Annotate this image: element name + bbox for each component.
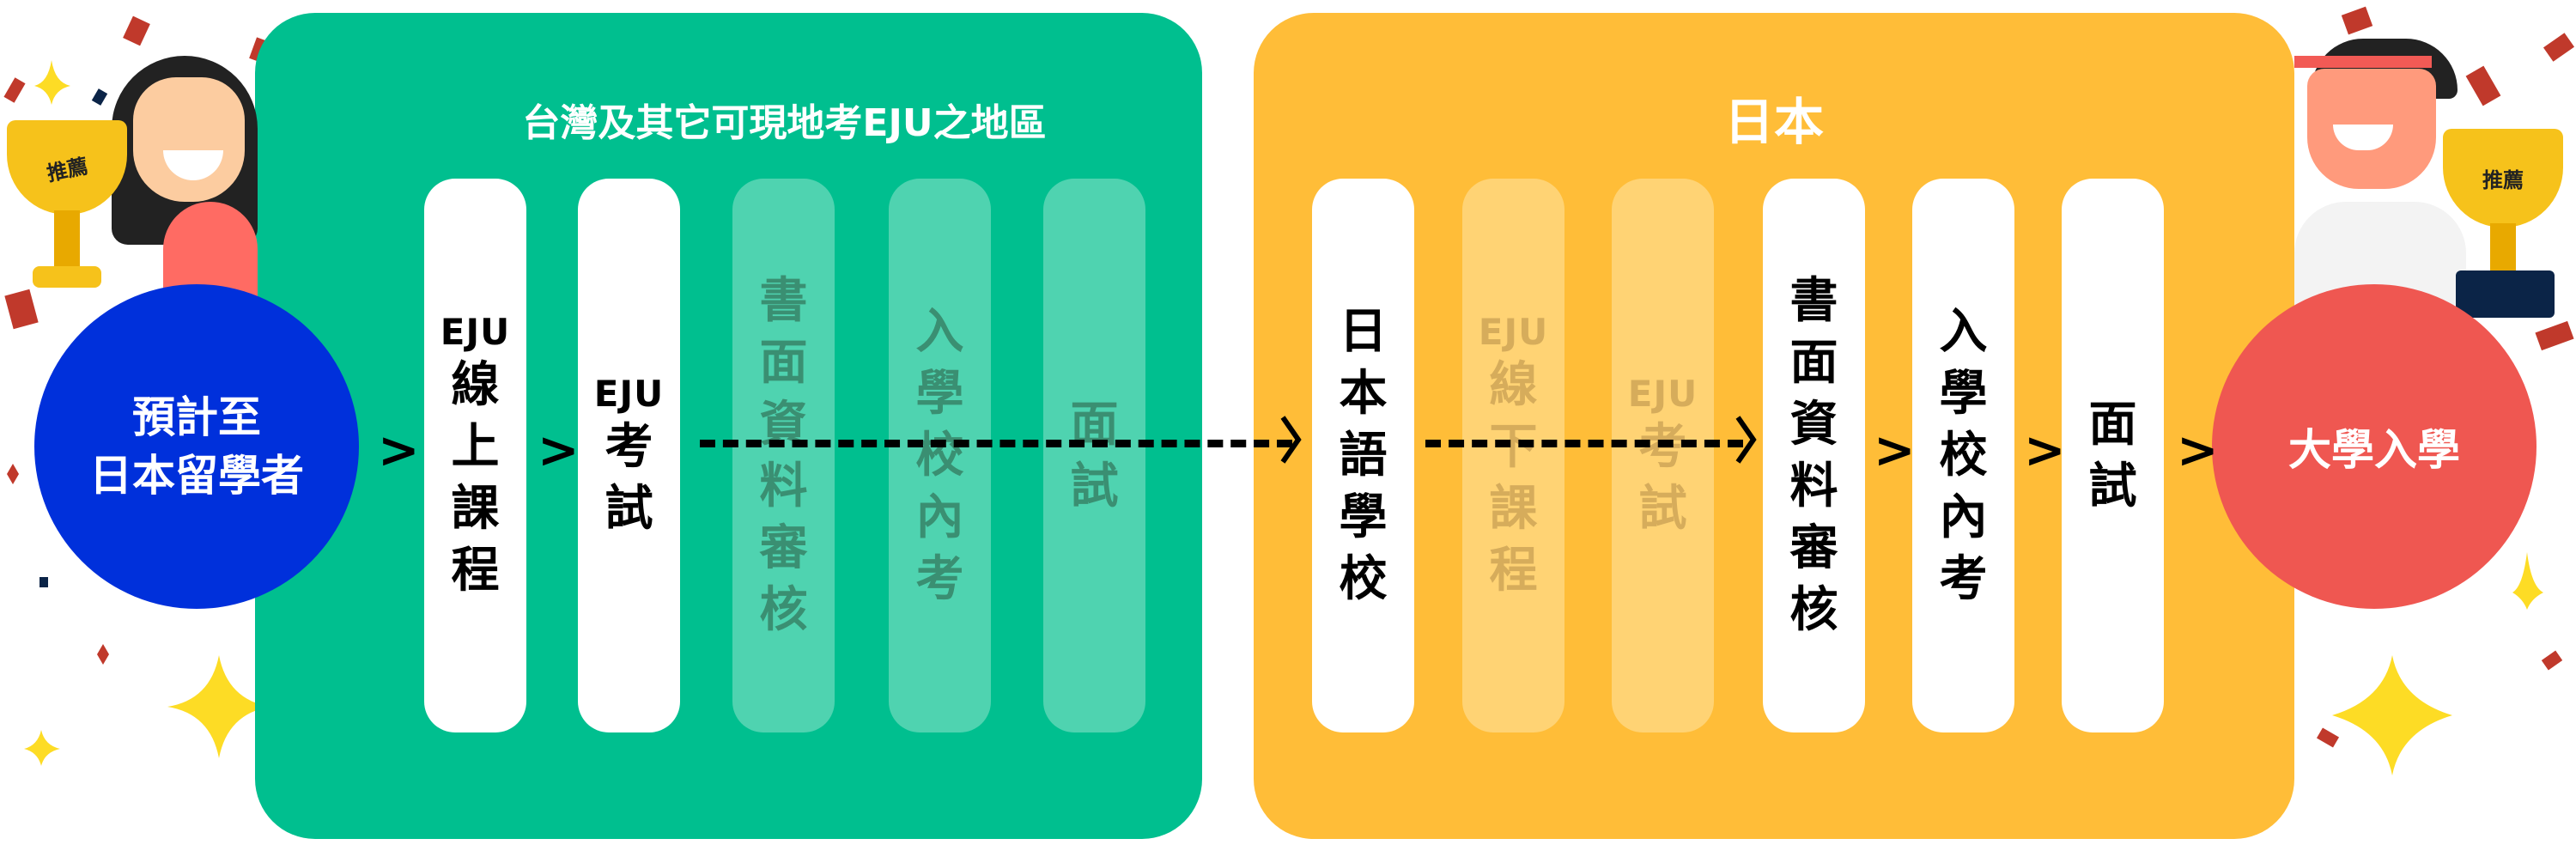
step-card-japanese-school: 日本語學校 (1312, 179, 1414, 732)
taiwan-region-title: 台灣及其它可現地考EJU之地區 (522, 101, 1047, 145)
step-label: 考試 (1638, 418, 1687, 537)
step-label: 面試 (1070, 396, 1119, 514)
dashed-arrow-line (1425, 440, 1743, 447)
chevron-right-icon: > (2177, 421, 2219, 479)
start-circle-prospective-students: 預計至日本留學者 (34, 284, 359, 609)
step-label: 入學校內考 (1939, 303, 1988, 607)
start-label-line2: 日本留學者 (89, 451, 304, 501)
japan-region-title: 日本 (1723, 93, 1824, 151)
step-label: 面試 (2088, 396, 2137, 514)
eju-label: EJU (440, 310, 511, 353)
trophy-label: 推薦 (45, 153, 90, 186)
step-label: 日本語學校 (1339, 303, 1388, 607)
chevron-right-icon: > (1874, 421, 1916, 479)
step-label: 線下課程 (1489, 356, 1538, 599)
trophy-label: 推薦 (2482, 168, 2524, 192)
step-card-interview-inactive: 面試 (1043, 179, 1145, 732)
end-circle-university-admission: 大學入學 (2212, 284, 2537, 609)
eju-label: EJU (1478, 310, 1549, 353)
student-girl-illustration (112, 47, 258, 305)
dashed-arrow-line (700, 440, 1292, 447)
dashed-arrow-head-icon (1735, 416, 1757, 464)
eju-label: EJU (1627, 372, 1698, 415)
chevron-right-icon: > (2024, 421, 2066, 479)
eju-label: EJU (593, 372, 665, 415)
chevron-right-icon: > (538, 421, 580, 479)
end-label: 大學入學 (2288, 425, 2460, 475)
step-label: 入學校內考 (915, 303, 964, 607)
step-label: 線上課程 (451, 356, 500, 599)
step-label: 書面資料審核 (759, 272, 808, 638)
step-card-document-review-inactive: 書面資料審核 (732, 179, 835, 732)
start-label-line1: 預計至 (132, 392, 261, 442)
step-card-document-review: 書面資料審核 (1763, 179, 1865, 732)
step-card-entrance-exam: 入學校內考 (1912, 179, 2014, 732)
trophy-left-icon: 推薦 (7, 120, 127, 292)
step-label: 書面資料審核 (1789, 272, 1838, 638)
step-card-entrance-exam-inactive: 入學校內考 (889, 179, 991, 732)
step-card-interview: 面試 (2062, 179, 2164, 732)
trophy-right-icon: 推薦 (2439, 129, 2567, 326)
dashed-arrow-head-icon (1280, 416, 1302, 464)
student-boy-illustration (2294, 30, 2466, 305)
step-label: 考試 (605, 418, 653, 537)
chevron-right-icon: > (378, 421, 420, 479)
